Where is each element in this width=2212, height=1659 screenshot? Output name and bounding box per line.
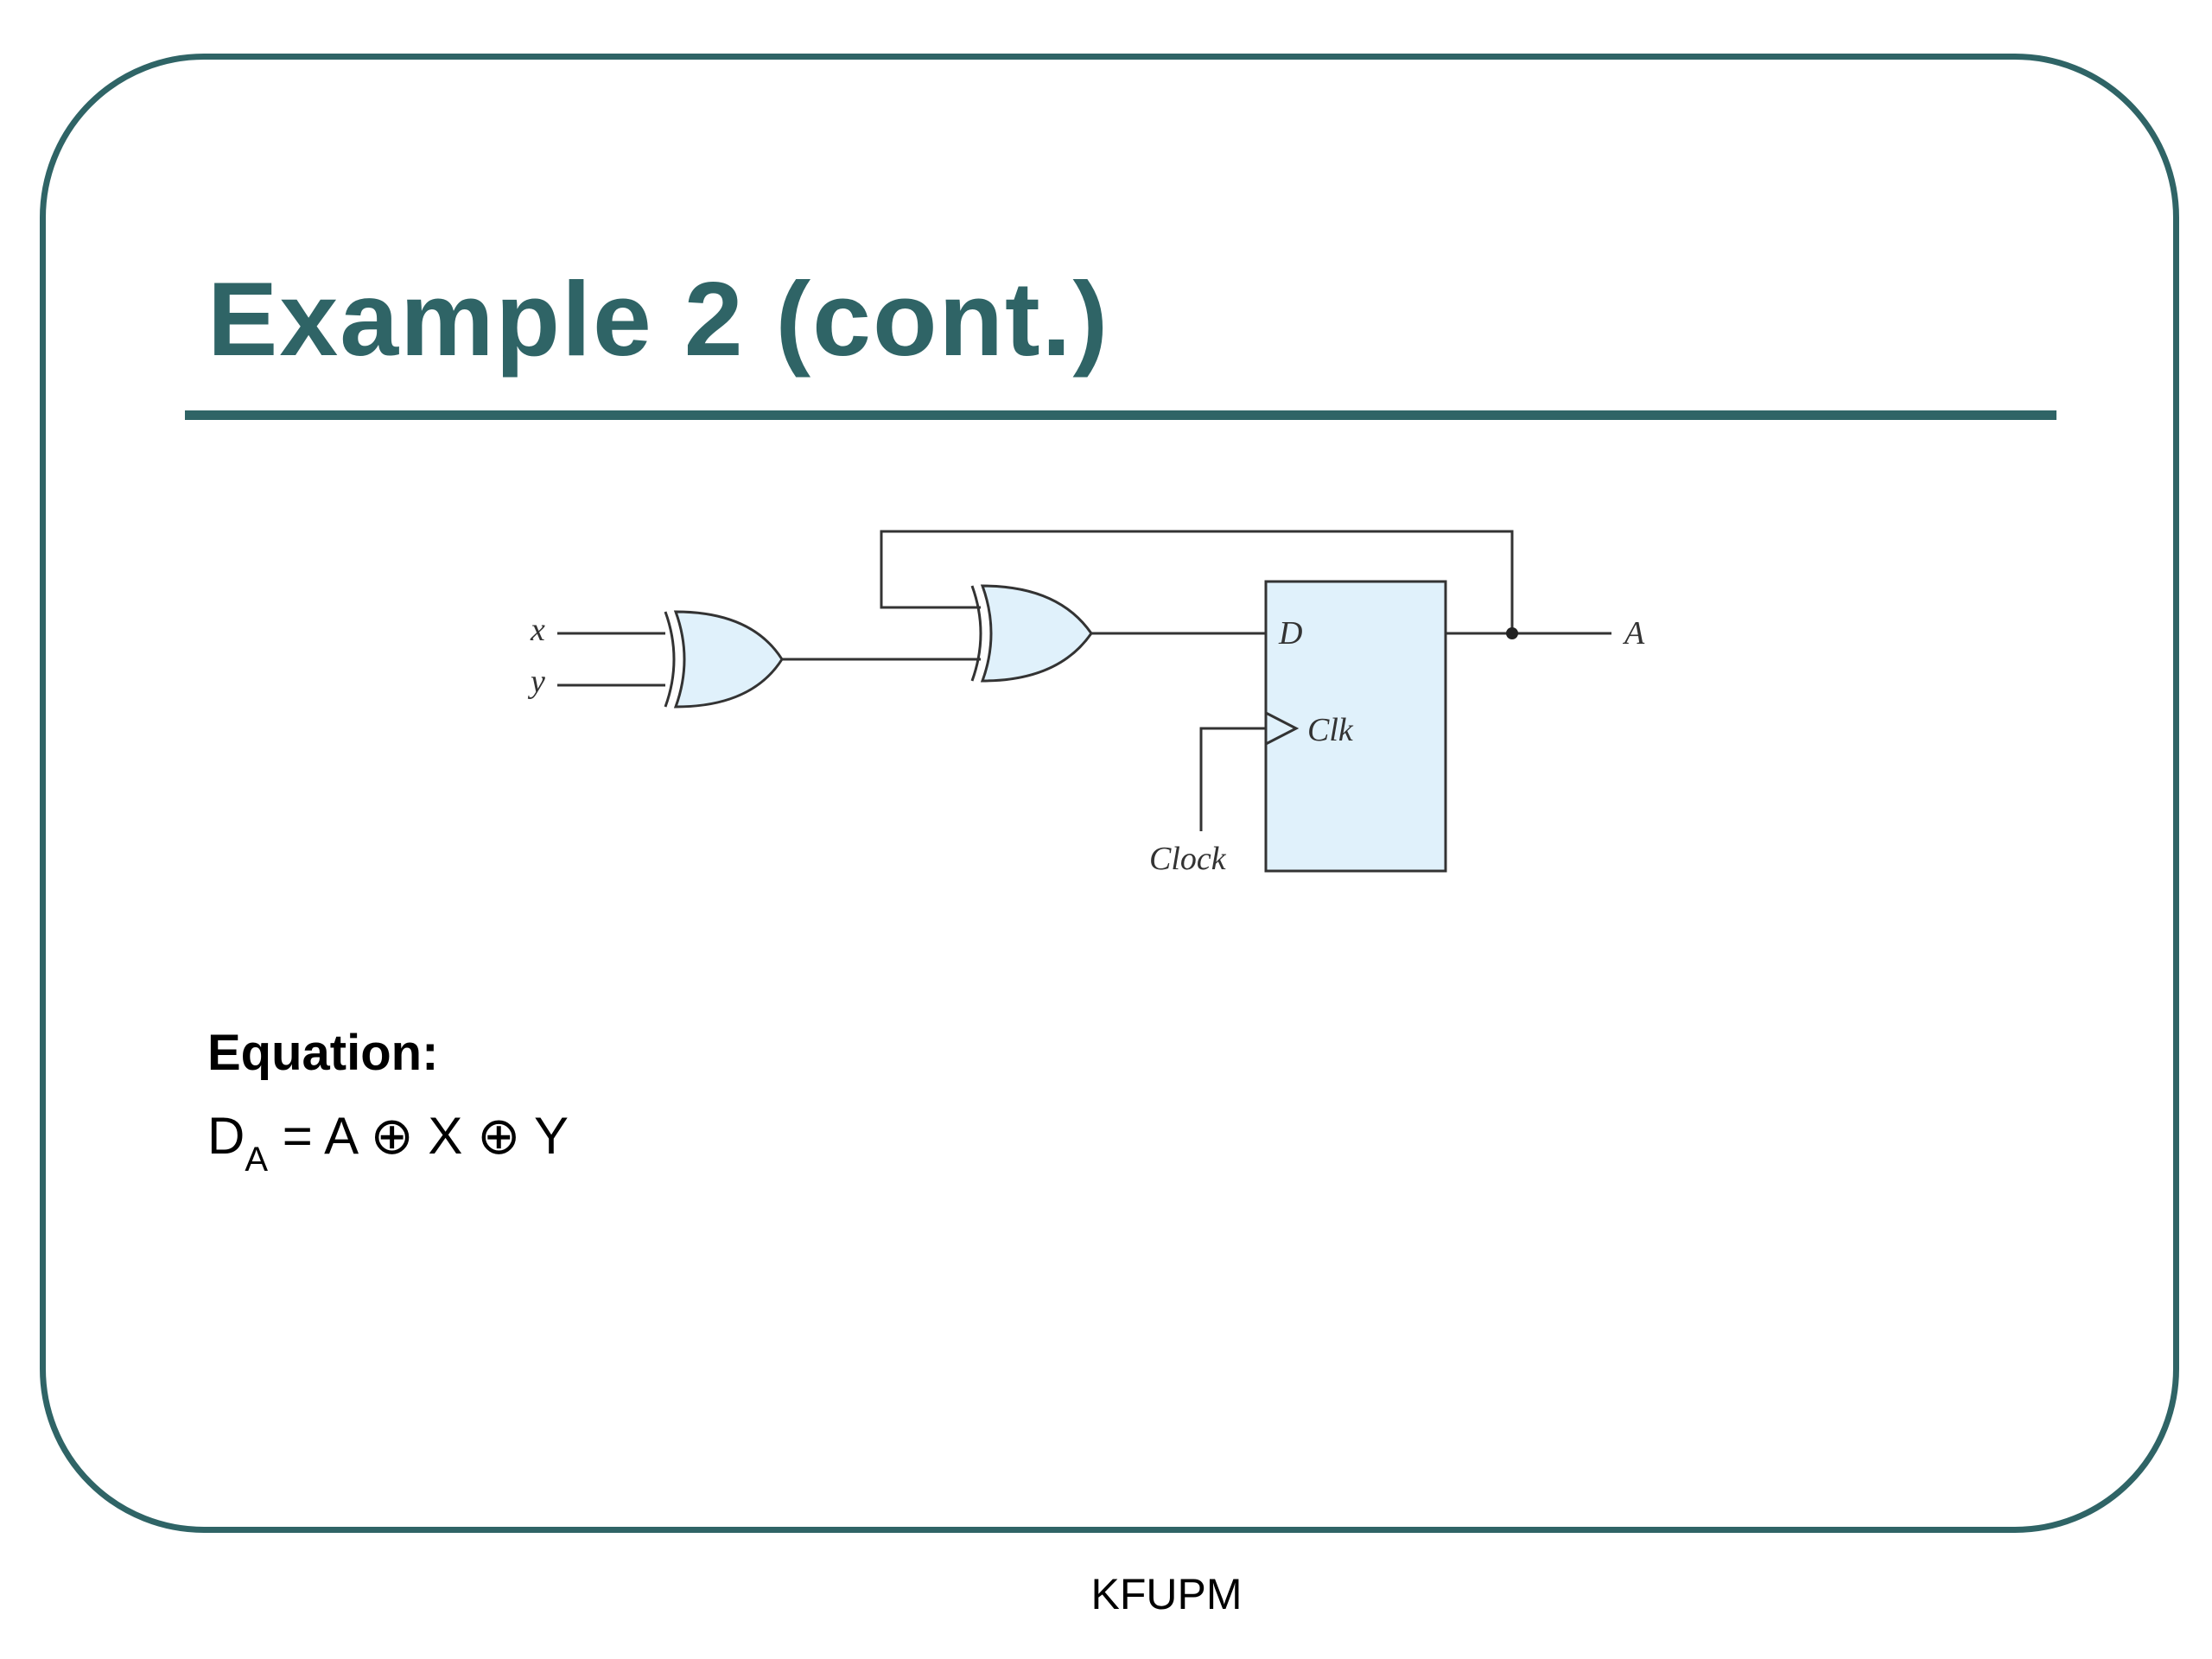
wire-feedback-loop — [880, 530, 1514, 633]
equation-lhs: D — [207, 1107, 245, 1165]
equation-rhs: = A ⊕ X ⊕ Y — [282, 1107, 569, 1165]
slide-frame — [40, 54, 2179, 1533]
title-divider — [185, 410, 2056, 420]
equation-lhs-subscript: A — [245, 1141, 269, 1179]
output-a-label: A — [1622, 615, 1645, 652]
ff-clk-label: Clk — [1307, 712, 1354, 748]
clock-edge-triangle — [1265, 711, 1300, 746]
d-flip-flop — [1264, 580, 1447, 873]
input-x-label: x — [530, 612, 545, 648]
xor-gate-2 — [970, 584, 1093, 683]
xor-gate-1 — [664, 610, 784, 709]
ff-d-label: D — [1278, 615, 1302, 652]
slide-footer: KFUPM — [1090, 1570, 1243, 1618]
slide-title: Example 2 (cont.) — [207, 260, 1110, 378]
clock-label: Clock — [1149, 841, 1227, 877]
junction-dot — [1506, 627, 1518, 639]
equation-text: DA = A ⊕ X ⊕ Y — [207, 1107, 569, 1178]
equation-heading: Equation: — [207, 1025, 439, 1081]
input-y-label: y — [527, 664, 545, 700]
wire-clock — [1199, 727, 1266, 831]
